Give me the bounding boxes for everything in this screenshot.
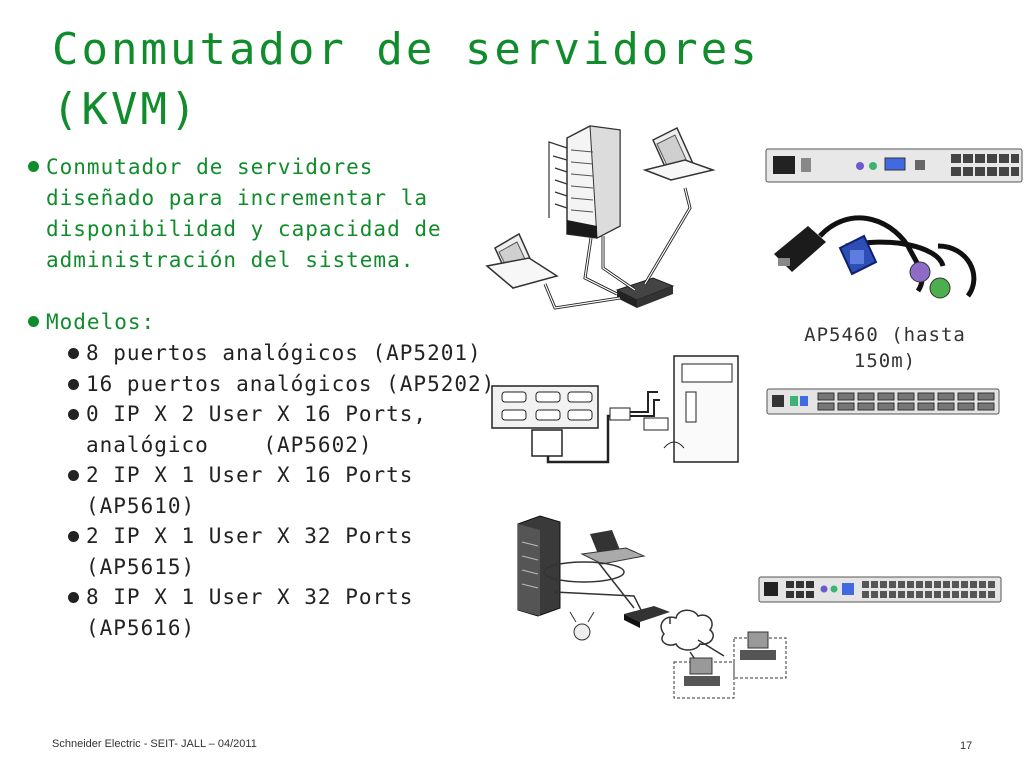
slide-title: Conmutador de servidores (KVM): [52, 20, 812, 140]
bullet-intro: Conmutador de servidores diseñado para i…: [26, 152, 496, 276]
sub-bullet-dot-icon: [68, 409, 79, 420]
server-rack-icon: [548, 125, 621, 239]
device-rear-panel-small: [765, 148, 1023, 183]
model-item: 8 puertos analógicos (AP5201): [26, 338, 496, 369]
model-item: 8 IP X 1 User X 32 Ports (AP5616): [26, 582, 496, 643]
server-adapter-connection-diagram: [491, 355, 739, 464]
device-rear-panel-32port: [758, 576, 1002, 603]
title-line-2: (KVM): [52, 84, 200, 135]
bullet-dot-icon: [28, 316, 39, 327]
kvm-over-ip-network-diagram: [517, 515, 787, 699]
server-rack-icon: [517, 515, 561, 617]
kvm-topology-diagram: [485, 125, 716, 310]
title-line-1: Conmutador de servidores: [52, 24, 760, 75]
network-cloud-icon: [660, 609, 714, 651]
ap5460-adapter-image: [774, 215, 977, 299]
model-item-text: 2 IP X 1 User X 16 Ports (AP5610): [86, 463, 414, 518]
models-list: 8 puertos analógicos (AP5201) 16 puertos…: [46, 338, 496, 643]
sub-bullet-dot-icon: [68, 592, 79, 603]
bullet-models: Modelos: 8 puertos analógicos (AP5201) 1…: [26, 307, 496, 643]
model-item: 2 IP X 1 User X 32 Ports (AP5615): [26, 521, 496, 582]
model-item-text: 16 puertos analógicos (AP5202): [86, 371, 496, 396]
sub-bullet-dot-icon: [68, 348, 79, 359]
bullet-list: Conmutador de servidores diseñado para i…: [26, 152, 496, 643]
model-item-text: 0 IP X 2 User X 16 Ports, analógico (AP5…: [86, 402, 441, 457]
sub-bullet-dot-icon: [68, 531, 79, 542]
remote-workstation-icon: [673, 657, 735, 699]
bullet-models-label: Modelos:: [46, 310, 156, 334]
bullet-spacer: [26, 276, 496, 307]
bullet-dot-icon: [28, 161, 39, 172]
kvm-switch-icon: [615, 277, 675, 308]
laptop-icon: [485, 232, 559, 290]
ap5460-caption: AP5460 (hasta 150m): [804, 324, 966, 372]
kvm-switch-icon: [624, 606, 670, 628]
model-item: 2 IP X 1 User X 16 Ports (AP5610): [26, 460, 496, 521]
workstation-icon: [580, 530, 646, 565]
sub-bullet-dot-icon: [68, 470, 79, 481]
remote-workstation-icon: [733, 631, 787, 679]
laptop-icon: [642, 126, 716, 182]
model-item: 0 IP X 2 User X 16 Ports, analógico (AP5…: [26, 399, 496, 460]
bullet-intro-text: Conmutador de servidores diseñado para i…: [46, 155, 442, 272]
page-number: 17: [960, 740, 973, 752]
model-item-text: 2 IP X 1 User X 32 Ports (AP5615): [86, 524, 414, 579]
footer-credit: Schneider Electric - SEIT- JALL – 04/201…: [52, 738, 257, 750]
sub-bullet-dot-icon: [68, 378, 79, 390]
model-item-text: 8 puertos analógicos (AP5201): [86, 341, 482, 365]
device-rear-panel-16port: [766, 388, 1000, 415]
model-item-text: 8 IP X 1 User X 32 Ports (AP5616): [86, 585, 414, 640]
model-item: 16 puertos analógicos (AP5202): [26, 369, 496, 400]
